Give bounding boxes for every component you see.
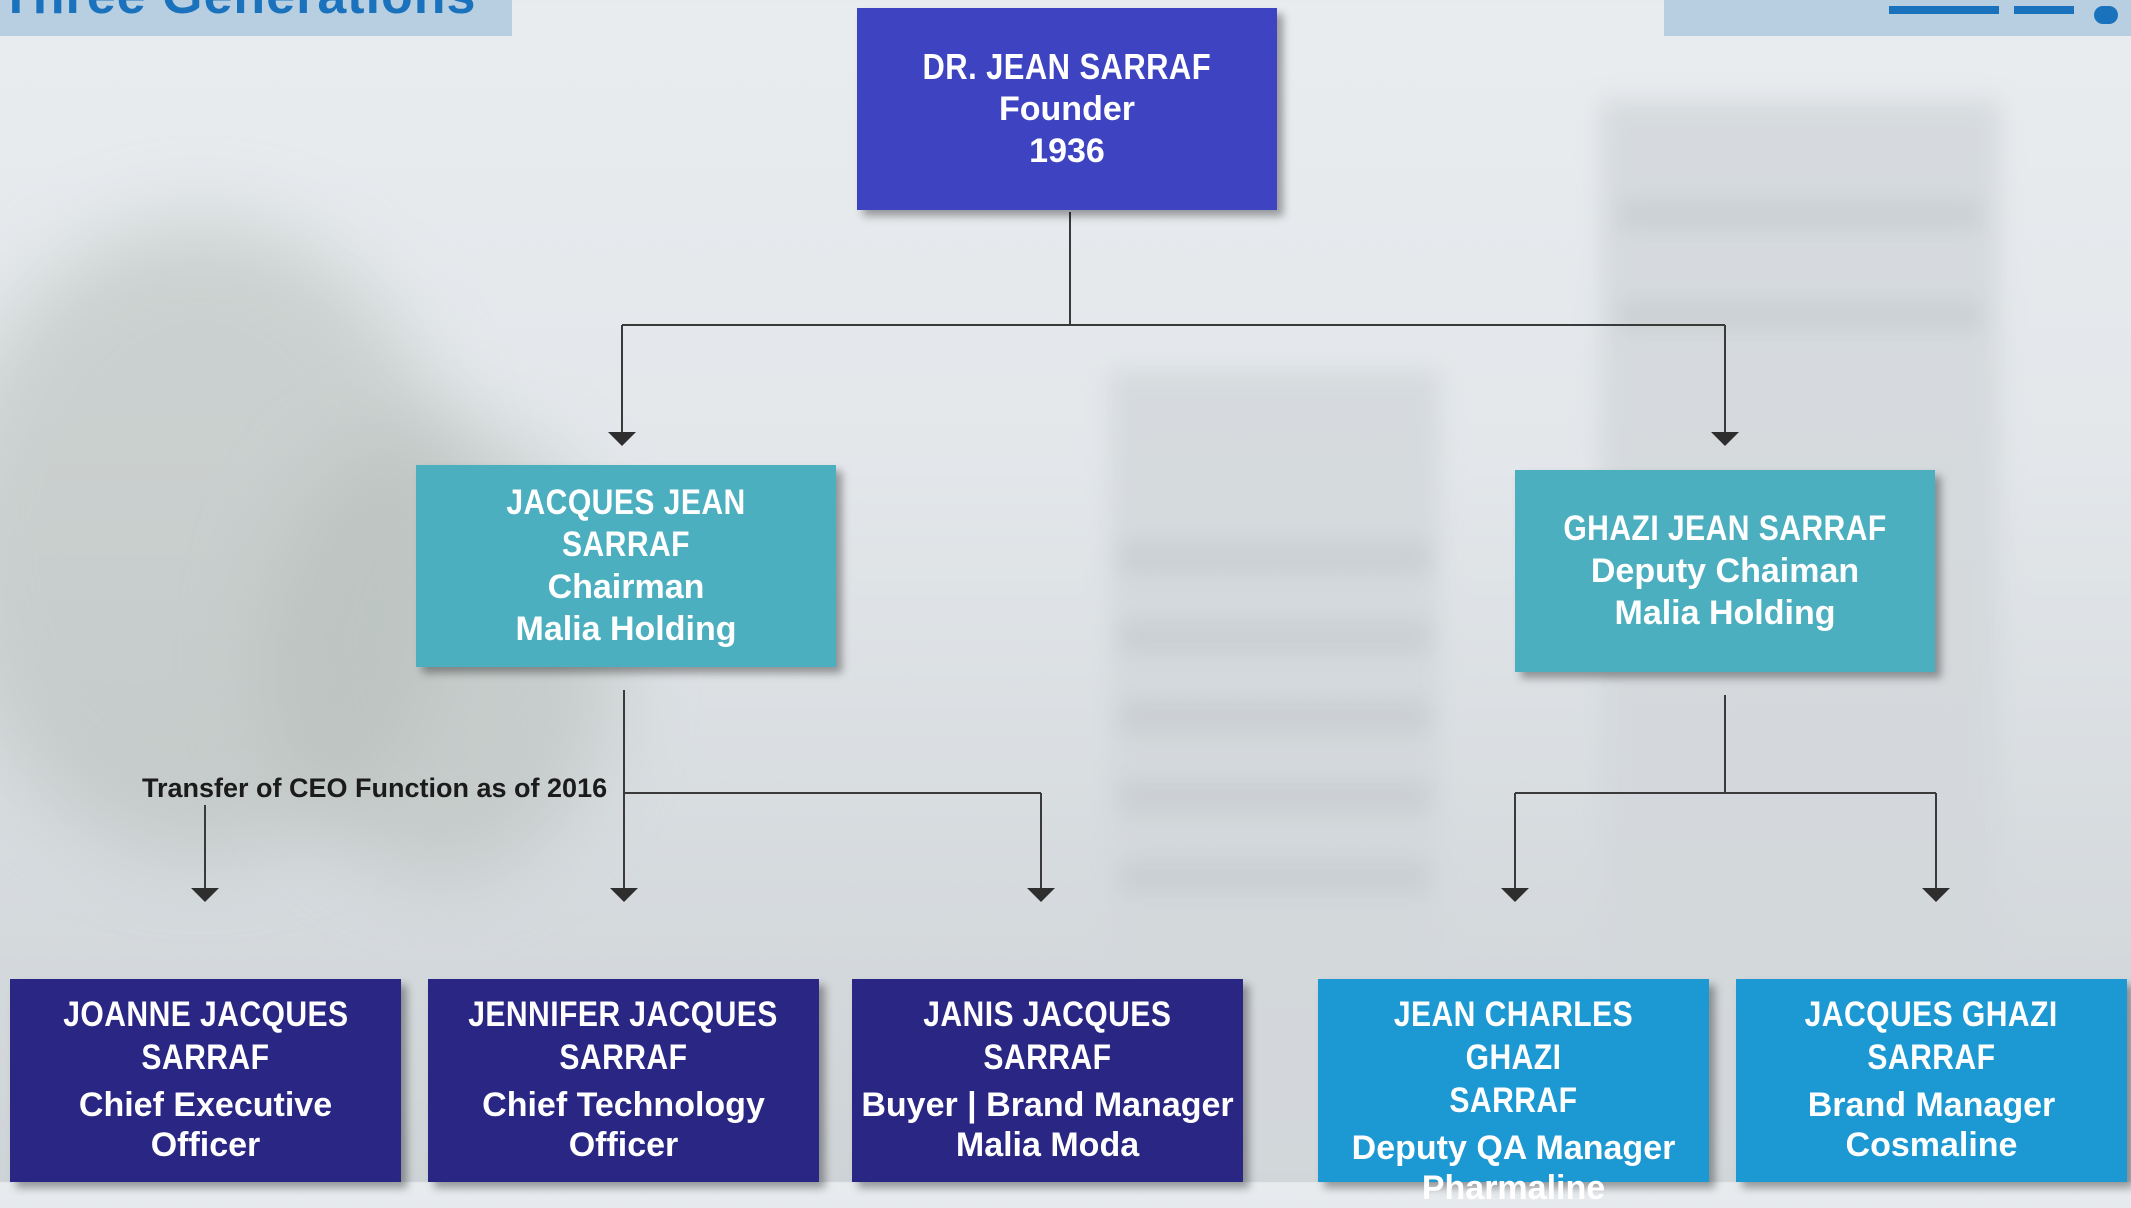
cto-box: JENNIFER JACQUES SARRAF Chief Technology… <box>428 979 819 1182</box>
member-role-line2: Cosmaline <box>1845 1126 2018 1164</box>
member-name-line1: JANIS JACQUES <box>923 995 1172 1034</box>
deputy-chairman-box: GHAZI JEAN SARRAF Deputy Chaiman Malia H… <box>1515 470 1935 672</box>
member-name-line1: JENNIFER JACQUES <box>468 995 779 1034</box>
member-role: Chairman <box>547 568 705 606</box>
member-company: Malia Holding <box>1614 594 1836 632</box>
qa-manager-box: JEAN CHARLES GHAZI SARRAF Deputy QA Mana… <box>1318 979 1709 1207</box>
member-name: JACQUES JEAN SARRAF <box>506 483 746 564</box>
member-name: GHAZI JEAN SARRAF <box>1563 509 1887 548</box>
brand-manager-moda-box: JANIS JACQUES SARRAF Buyer | Brand Manag… <box>852 979 1243 1182</box>
member-name-line1: JOANNE JACQUES <box>62 995 349 1034</box>
member-role-line1: Chief Executive <box>78 1086 333 1124</box>
member-role: Deputy Chaiman <box>1590 552 1860 590</box>
member-name-line1: JACQUES GHAZI <box>1804 995 2059 1034</box>
member-name-line2: SARRAF <box>1449 1081 1578 1120</box>
member-name-line2: SARRAF <box>983 1038 1112 1077</box>
founder-name: DR. JEAN SARRAF <box>922 46 1212 87</box>
slide-title: Three Generations <box>0 0 476 26</box>
member-role-line2: Officer <box>150 1126 261 1164</box>
chairman-box: JACQUES JEAN SARRAF Chairman Malia Holdi… <box>416 465 836 667</box>
brand-manager-cosmaline-box: JACQUES GHAZI SARRAF Brand Manager Cosma… <box>1736 979 2127 1182</box>
member-role-line2: Malia Moda <box>955 1126 1140 1164</box>
member-name-line2: SARRAF <box>559 1038 688 1077</box>
member-role-line1: Buyer | Brand Manager <box>861 1086 1234 1124</box>
slide-title-tab: Three Generations <box>0 0 512 36</box>
connector-lines <box>191 212 1950 902</box>
member-role-line2: Pharmaline <box>1421 1169 1606 1207</box>
founder-year: 1936 <box>1029 132 1105 170</box>
founder-box: DR. JEAN SARRAF Founder 1936 <box>857 8 1277 210</box>
member-role-line2: Officer <box>568 1126 679 1164</box>
member-name-line2: SARRAF <box>1867 1038 1996 1077</box>
logo-tab <box>1664 0 2131 36</box>
ceo-transfer-note: Transfer of CEO Function as of 2016 <box>142 773 608 803</box>
member-name-line2: SARRAF <box>141 1038 270 1077</box>
member-company: Malia Holding <box>515 610 737 648</box>
member-role-line1: Brand Manager <box>1807 1086 2056 1124</box>
ceo-box: JOANNE JACQUES SARRAF Chief Executive Of… <box>10 979 401 1182</box>
member-role-line1: Deputy QA Manager <box>1351 1129 1676 1167</box>
member-name-line1: JEAN CHARLES GHAZI <box>1393 995 1634 1077</box>
member-role-line1: Chief Technology <box>482 1086 765 1124</box>
founder-role: Founder <box>999 90 1135 128</box>
